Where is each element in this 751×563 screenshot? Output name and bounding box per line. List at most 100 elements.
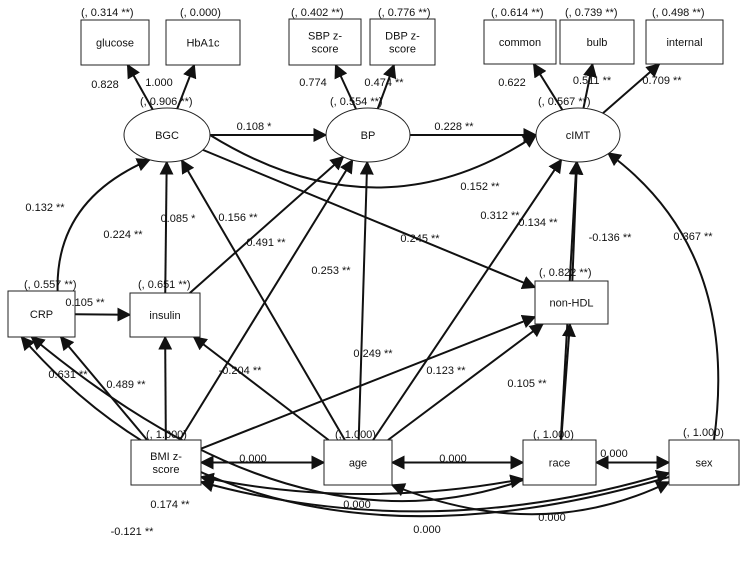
- node-bp: BP (, 0.554 **): [326, 96, 410, 162]
- node-bgc-r2: (, 0.906 **): [140, 96, 193, 108]
- node-dbp: DBP z-score (, 0.776 **): [370, 7, 435, 65]
- coef-age-bgc: 0.085 *: [161, 213, 197, 225]
- node-bulb: bulb (, 0.739 **): [560, 7, 634, 64]
- coef-cimt-bulb: 0.511 **: [573, 75, 612, 87]
- coef-bmi-insulin: 0.489 **: [106, 379, 146, 391]
- path-bmi-to-insulin: [165, 337, 166, 440]
- node-bulb-r2: (, 0.739 **): [565, 7, 618, 19]
- node-sbp-label: SBP z-: [308, 31, 342, 43]
- coef-race-crp: 0.174 **: [150, 499, 190, 511]
- node-nonhdl: non-HDL (, 0.822 **): [535, 267, 608, 324]
- coef-insulin-bgc: 0.224 **: [103, 229, 143, 241]
- cov-coef-age-sex: 0.000: [538, 512, 566, 524]
- coef-age-nonhdl: 0.123 **: [426, 365, 466, 377]
- node-sbp-r2: (, 0.402 **): [291, 7, 344, 19]
- coef-bgc-cimt: 0.152 **: [460, 181, 500, 193]
- coef-bmi-nonhdl: 0.249 **: [353, 348, 393, 360]
- coef-age-bp: 0.253 **: [311, 265, 351, 277]
- coef-crp-bgc: 0.132 **: [25, 202, 65, 214]
- coef-bgc-bp: 0.108 *: [237, 121, 273, 133]
- coef-bmi-crp: 0.631 **: [48, 369, 88, 381]
- node-internal: internal (, 0.498 **): [646, 7, 723, 64]
- node-dbp-label: score: [389, 44, 416, 56]
- node-cimt: cIMT (, 0.567 **): [536, 96, 620, 162]
- node-bmi-r2: (, 1.000): [146, 429, 187, 441]
- node-internal-r2: (, 0.498 **): [652, 7, 705, 19]
- node-dbp-label: DBP z-: [385, 31, 420, 43]
- node-internal-label: internal: [666, 37, 702, 49]
- node-bp-label: BP: [361, 130, 376, 142]
- node-bulb-label: bulb: [587, 37, 608, 49]
- node-bgc: BGC (, 0.906 **): [124, 96, 210, 162]
- node-cimt-label: cIMT: [566, 130, 591, 142]
- coef-insulin-bp: 0.156 **: [218, 212, 258, 224]
- node-hba1c-r2: (, 0.000): [180, 7, 221, 19]
- node-bmi-label: score: [153, 464, 180, 476]
- node-bmi: BMI z-score (, 1.000): [131, 429, 201, 485]
- node-dbp-r2: (, 0.776 **): [378, 7, 431, 19]
- node-hba1c: HbA1c (, 0.000): [166, 7, 240, 65]
- coef-cimt-common: 0.622: [498, 77, 526, 89]
- path-sex-to-crp: [22, 337, 670, 516]
- cov-coef-bmi-sex: 0.000: [413, 524, 441, 536]
- cov-coef-bmi-age: 0.000: [239, 453, 267, 465]
- coef-race-nonhdl: 0.105 **: [507, 378, 547, 390]
- coef-sex-crp: -0.121 **: [111, 526, 155, 538]
- cov-age-sex: [392, 482, 669, 514]
- node-insulin: insulin (, 0.651 **): [130, 279, 200, 337]
- coef-nonhdl-cimt: 0.134 **: [518, 217, 558, 229]
- node-sex-r2: (, 1.000): [683, 427, 724, 439]
- node-age-r2: (, 1.000): [335, 429, 376, 441]
- node-age-label: age: [349, 458, 367, 470]
- node-glucose: glucose (, 0.314 **): [81, 7, 149, 65]
- coef-sex-cimt: 0.367 **: [673, 231, 713, 243]
- coef-age-cimt: 0.312 **: [480, 210, 520, 222]
- node-sbp-label: score: [312, 44, 339, 56]
- path-cimt-to-internal: [603, 64, 659, 113]
- cov-coef-bmi-race: 0.000: [343, 499, 371, 511]
- node-insulin-r2: (, 0.651 **): [138, 279, 191, 291]
- coef-age-insulin: -0.204 **: [219, 365, 263, 377]
- coef-bgc-nonhdl: 0.245 **: [400, 233, 440, 245]
- coef-bmi-bp: 0.491 **: [246, 237, 286, 249]
- path-insulin-to-bgc: [165, 162, 166, 293]
- node-sex: sex (, 1.000): [669, 427, 739, 485]
- path-crp-to-bgc: [58, 160, 150, 291]
- coef-bgc-glucose: 0.828: [91, 79, 119, 91]
- node-race-r2: (, 1.000): [533, 429, 574, 441]
- path-age-to-cimt: [373, 160, 561, 440]
- node-age: age (, 1.000): [324, 429, 392, 485]
- node-bmi-label: BMI z-: [150, 451, 182, 463]
- node-bgc-label: BGC: [155, 130, 179, 142]
- cov-coef-age-race: 0.000: [439, 453, 467, 465]
- coef-bp-cimt: 0.228 **: [434, 121, 474, 133]
- node-common: common (, 0.614 **): [484, 7, 556, 64]
- coef-bp-dbp: 0.474 **: [364, 77, 404, 89]
- node-common-r2: (, 0.614 **): [491, 7, 544, 19]
- node-hba1c-label: HbA1c: [186, 38, 220, 50]
- node-common-label: common: [499, 37, 541, 49]
- node-crp-label: CRP: [30, 309, 53, 321]
- node-sex-label: sex: [695, 458, 713, 470]
- coef-bgc-hba1c: 1.000: [145, 77, 173, 89]
- node-bp-r2: (, 0.554 **): [330, 96, 383, 108]
- path-age-to-bp: [359, 162, 367, 440]
- node-race: race (, 1.000): [523, 429, 596, 485]
- cov-coef-race-sex: 0.000: [600, 448, 628, 460]
- node-crp-r2: (, 0.557 **): [24, 279, 77, 291]
- node-glucose-r2: (, 0.314 **): [81, 7, 134, 19]
- node-insulin-label: insulin: [149, 310, 180, 322]
- coef-race-cimt: -0.136 **: [589, 232, 633, 244]
- path-sex-to-cimt: [608, 153, 718, 440]
- coef-cimt-internal: 0.709 **: [642, 75, 682, 87]
- node-glucose-label: glucose: [96, 38, 134, 50]
- node-nonhdl-label: non-HDL: [549, 298, 593, 310]
- coef-crp-insulin: 0.105 **: [65, 297, 105, 309]
- coef-bp-sbp: 0.774: [299, 77, 327, 89]
- node-cimt-r2: (, 0.567 **): [538, 96, 591, 108]
- node-sbp: SBP z-score (, 0.402 **): [289, 7, 361, 65]
- node-nonhdl-r2: (, 0.822 **): [539, 267, 592, 279]
- node-race-label: race: [549, 458, 570, 470]
